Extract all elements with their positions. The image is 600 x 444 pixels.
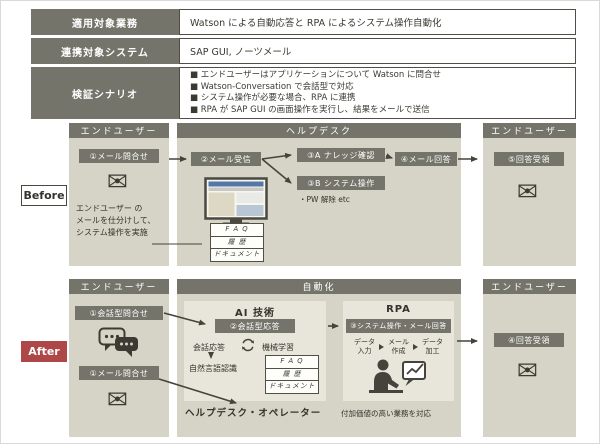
table-label-target-work: 適用対象業務 (31, 9, 179, 35)
mail-icon: ✉ (107, 167, 128, 196)
operator-at-computer-icon (367, 356, 429, 402)
before-header-enduser-left: エンドユーザー (69, 123, 169, 138)
after-label: After (21, 341, 67, 362)
after-step-chat-response: ②会話型応答 (215, 319, 295, 333)
sync-cycle-icon (240, 337, 256, 357)
mail-icon: ✉ (107, 385, 128, 414)
ai-machine-learning-label: 機械学習 (262, 343, 294, 352)
scenario-bullet: ■ システム操作が必要な場合、RPA に連携 (190, 93, 356, 103)
table-label-target-system: 連携対象システム (31, 38, 179, 64)
document-row: ドキュメント (266, 380, 318, 393)
rpa-flow-mail-create: メール 作成 (388, 338, 409, 355)
after-knowledge-stack: F A Q 履 歴 ドキュメント (265, 355, 319, 394)
after-header-enduser-left: エンドユーザー (69, 279, 169, 294)
before-step-answer-receive: ⑤回答受領 (494, 152, 564, 166)
before-sort-note-line: システム操作を実施 (76, 228, 148, 237)
after-step-chat-inquiry: ①会話型問合せ (75, 306, 163, 320)
before-step-system-operation: ③B システム操作 (297, 176, 385, 190)
before-sort-note: エンドユーザー の メールを仕分けして、 システム操作を実施 (76, 203, 166, 239)
mail-icon: ✉ (517, 177, 538, 206)
before-sort-note-line: メールを仕分けして、 (76, 216, 156, 225)
table-label-scenario: 検証シナリオ (31, 67, 179, 119)
rpa-flow: データ 入力 メール 作成 データ 加工 (345, 338, 452, 355)
after-step-mail-inquiry: ①メール問合せ (79, 366, 159, 380)
scenario-bullet: ■ エンドユーザーはアプリケーションについて Watson に問合せ (190, 70, 441, 80)
after-step-answer-receive: ④回答受領 (494, 333, 564, 347)
faq-row: F A Q (280, 357, 304, 365)
rpa-box-title: RPA (386, 304, 411, 315)
table-value-target-system: SAP GUI, ノーツメール (179, 38, 576, 64)
faq-row: F A Q (225, 225, 249, 233)
ai-conversation-label: 会話応答 (193, 343, 225, 352)
ai-box-title: AI 技術 (235, 308, 275, 319)
before-header-helpdesk: ヘルプデスク (177, 123, 461, 138)
before-header-enduser-right: エンドユーザー (483, 123, 576, 138)
document-row: ドキュメント (211, 248, 263, 261)
after-step-system-mail-reply: ③システム操作・メール回答 (346, 319, 451, 333)
rpa-box (343, 301, 454, 401)
sap-gui-monitor-icon (204, 177, 268, 231)
after-header-enduser-right: エンドユーザー (483, 279, 576, 294)
before-step-mail-reply: ④メール回答 (395, 152, 457, 166)
table-value-target-work: Watson による自動応答と RPA によるシステム操作自動化 (179, 9, 576, 35)
after-header-automation: 自動化 (177, 279, 461, 294)
before-sort-note-line: エンドユーザー の (76, 204, 143, 213)
rpa-flow-data-input: データ 入力 (354, 338, 375, 355)
mail-icon: ✉ (517, 356, 538, 385)
chat-bubbles-icon (98, 327, 140, 363)
rpa-flow-data-process: データ 加工 (422, 338, 443, 355)
flow-arrow-icon (413, 343, 418, 350)
history-row: 履 歴 (266, 367, 318, 381)
before-step-mail-receive: ②メール受信 (191, 152, 261, 166)
helpdesk-operator-label: ヘルプデスク・オペレーター (185, 408, 322, 419)
before-label: Before (21, 185, 67, 206)
ai-nlp-label: 自然言語認識 (189, 364, 237, 373)
after-enduser-right-panel (483, 294, 576, 437)
history-row: 履 歴 (211, 235, 263, 249)
before-knowledge-stack: F A Q 履 歴 ドキュメント (210, 223, 264, 262)
scenario-bullet: ■ Watson-Conversation で会話型で対応 (190, 81, 354, 92)
high-value-work-note: 付加価値の高い業務を対応 (341, 409, 431, 418)
before-step-knowledge-check: ③A ナレッジ確認 (297, 148, 385, 162)
before-pw-note: ・PW 解除 etc (299, 195, 350, 204)
scenario-bullet: ■ RPA が SAP GUI の画面操作を実行し、結果をメールで送信 (190, 104, 430, 115)
table-value-scenario: ■ エンドユーザーはアプリケーションについて Watson に問合せ ■ Wat… (179, 67, 576, 119)
before-step-mail-inquiry: ①メール問合せ (79, 149, 159, 163)
flow-arrow-icon (379, 343, 384, 350)
